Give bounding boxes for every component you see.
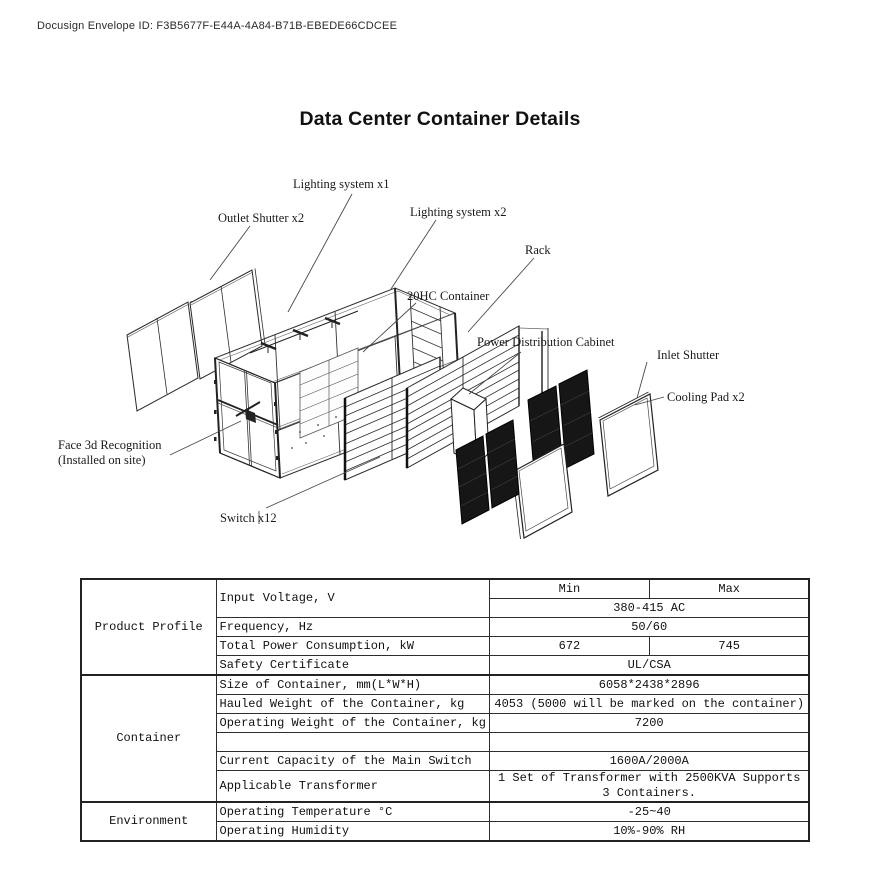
inlet-shutter-panel-front (512, 443, 573, 540)
label-inlet-shutter: Inlet Shutter (657, 348, 720, 362)
spec-value-hauled-weight: 4053 (5000 will be marked on the contain… (488, 694, 810, 714)
leader-lighting1 (287, 193, 353, 313)
spec-value-current-capacity: 1600A/2000A (488, 751, 810, 771)
spec-value-frequency: 50/60 (488, 617, 810, 637)
docusign-envelope-id: Docusign Envelope ID: F3B5677F-E44A-4A84… (37, 20, 398, 32)
diagram-labels: Lighting system x1 Outlet Shutter x2 Lig… (58, 177, 745, 525)
leader-pdc (468, 351, 522, 395)
spec-header-min: Min (488, 578, 650, 599)
label-lighting-system-2: Lighting system x2 (410, 205, 507, 219)
leader-20hc-container (362, 302, 417, 353)
spec-value-transformer: 1 Set of Transformer with 2500KVA Suppor… (488, 770, 810, 803)
rack-walls (343, 325, 549, 481)
spec-label-safety-certificate: Safety Certificate (215, 655, 490, 676)
spec-label-transformer: Applicable Transformer (215, 770, 490, 803)
label-cooling-pad: Cooling Pad x2 (667, 390, 745, 404)
spec-label-input-voltage: Input Voltage, V (215, 578, 490, 618)
spec-label-hauled-weight: Hauled Weight of the Container, kg (215, 694, 490, 714)
spec-value-humidity: 10%-90% RH (488, 821, 810, 842)
spec-label-temperature: Operating Temperature °C (215, 801, 490, 822)
spec-label-current-capacity: Current Capacity of the Main Switch (215, 751, 490, 771)
spec-empty-label-cell (215, 732, 490, 752)
cooling-pads-front-pair (455, 419, 520, 525)
spec-section-container: Container (80, 674, 217, 803)
spec-section-product-profile: Product Profile (80, 578, 217, 676)
spec-table: Product Profile Input Voltage, V Min Max… (80, 578, 811, 842)
spec-value-input-voltage: 380-415 AC (488, 598, 810, 618)
spec-value-temperature: -25~40 (488, 801, 810, 822)
page-title: Data Center Container Details (299, 108, 581, 130)
spec-value-safety-certificate: UL/CSA (488, 655, 810, 676)
ceiling-light-rail (249, 310, 359, 354)
spec-value-power-max: 745 (648, 636, 810, 656)
outlet-shutter-panels (126, 268, 266, 412)
label-rack: Rack (525, 243, 551, 257)
label-face-recognition-line1: Face 3d Recognition (58, 438, 162, 452)
spec-label-size: Size of Container, mm(L*W*H) (215, 674, 490, 695)
spec-value-transformer-line2: 3 Containers. (602, 786, 697, 800)
container-exploded-diagram: Lighting system x1 Outlet Shutter x2 Lig… (58, 177, 745, 540)
label-switch: Switch x12 (220, 511, 277, 525)
inlet-shutter-panel-right (598, 391, 659, 497)
spec-value-size: 6058*2438*2896 (488, 674, 810, 695)
spec-label-operating-weight: Operating Weight of the Container, kg (215, 713, 490, 733)
leader-lighting2 (390, 219, 437, 290)
leader-cooling-pad (634, 396, 665, 406)
spec-value-operating-weight: 7200 (488, 713, 810, 733)
label-power-distribution-cabinet: Power Distribution Cabinet (477, 335, 615, 349)
spec-value-transformer-line1: 1 Set of Transformer with 2500KVA Suppor… (497, 771, 801, 785)
spec-label-humidity: Operating Humidity (215, 821, 490, 842)
spec-value-power-min: 672 (488, 636, 650, 656)
label-lighting-system-1: Lighting system x1 (293, 177, 390, 191)
label-outlet-shutter: Outlet Shutter x2 (218, 211, 304, 225)
floor-fixing-dots (291, 416, 337, 449)
leader-lines (169, 193, 665, 509)
container-doors (214, 357, 281, 479)
leader-outlet-shutter (209, 225, 251, 281)
leader-face-recognition (169, 420, 242, 456)
leader-switch (265, 456, 381, 509)
label-20hc-container: 20HC Container (407, 289, 490, 303)
label-face-recognition-line2: (Installed on site) (58, 453, 145, 467)
leader-inlet-shutter (636, 361, 648, 399)
leader-rack (467, 257, 535, 333)
spec-empty-value-cell (488, 732, 810, 752)
spec-section-environment: Environment (80, 801, 217, 842)
spec-label-power-consumption: Total Power Consumption, kW (215, 636, 490, 656)
spec-header-max: Max (648, 578, 810, 599)
spec-label-frequency: Frequency, Hz (215, 617, 490, 637)
